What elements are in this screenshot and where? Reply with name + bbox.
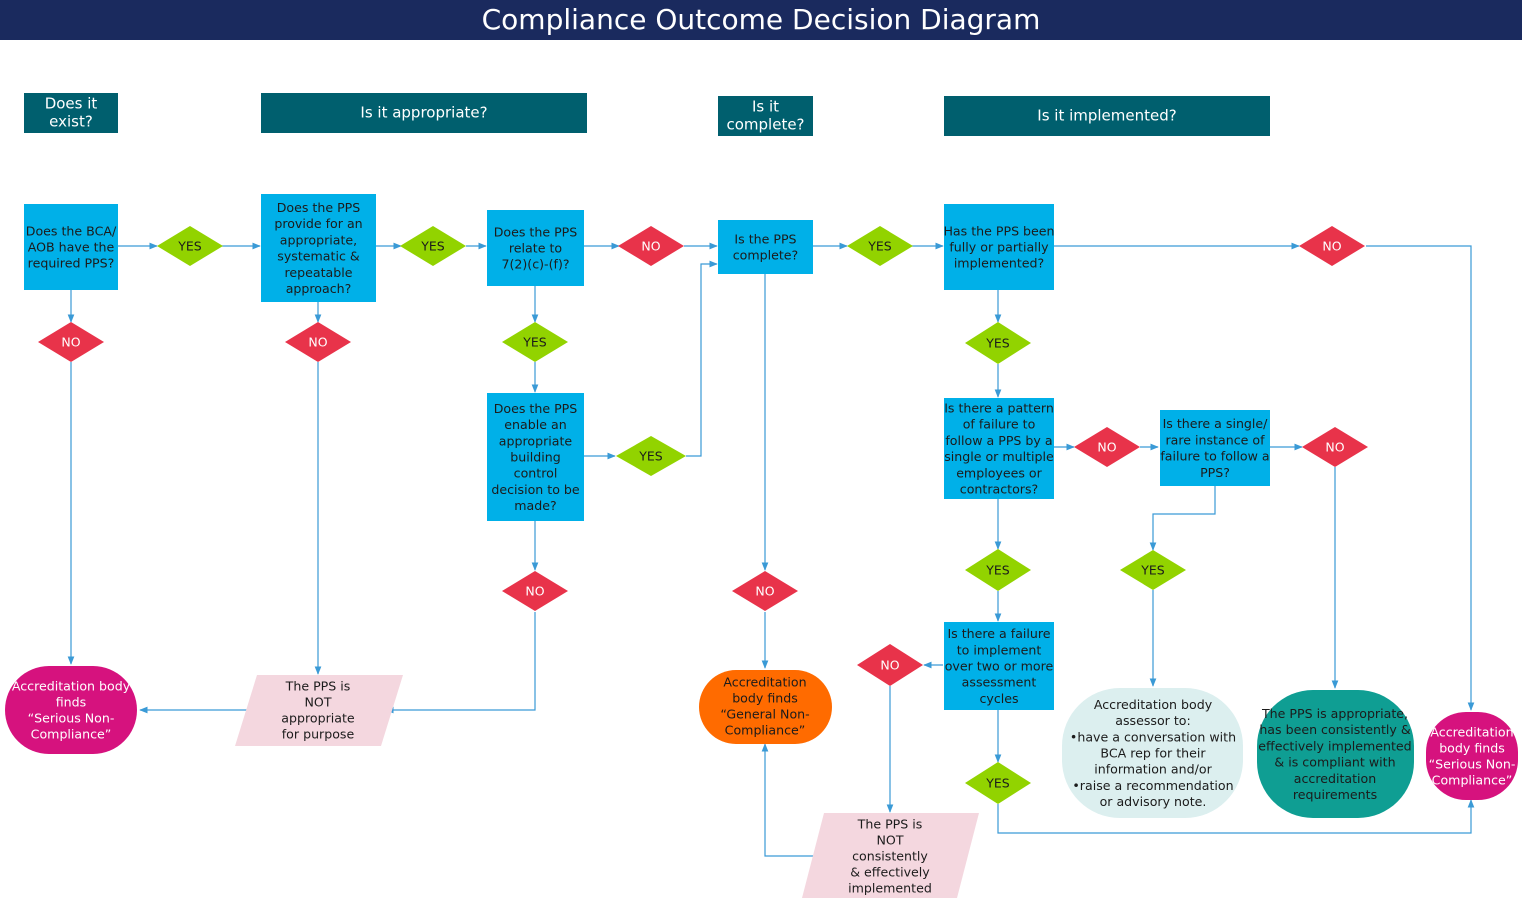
out-general <box>699 670 832 744</box>
no-label: NO <box>1325 440 1344 455</box>
connector-arrow <box>761 743 824 857</box>
yes-label: YES <box>1140 563 1165 578</box>
q-pps-approach-box <box>261 194 376 302</box>
connector-arrow <box>385 612 536 714</box>
yes-decision-diamond <box>502 322 568 362</box>
q-pps-complete-box <box>718 220 813 274</box>
out-not-consistent <box>802 813 979 898</box>
out-serious-left <box>5 666 137 754</box>
connector-arrow <box>686 260 718 457</box>
no-decision-diamond <box>732 571 798 611</box>
no-decision-diamond <box>618 226 684 266</box>
out-assessor <box>1062 688 1243 818</box>
yes-label: YES <box>985 776 1010 791</box>
h-appropriate-header <box>261 93 587 133</box>
yes-decision-diamond <box>965 549 1031 591</box>
yes-decision-diamond <box>400 226 466 266</box>
no-label: NO <box>61 335 80 350</box>
h-implemented-header-text: Is it implemented? <box>1037 107 1176 125</box>
q-implemented-box <box>944 204 1054 290</box>
yes-decision-diamond <box>965 322 1031 364</box>
yes-label: YES <box>420 239 445 254</box>
connector-lines <box>67 242 1475 857</box>
yes-decision-diamond <box>157 226 223 266</box>
out-serious-right <box>1426 712 1518 800</box>
no-decision-diamond <box>502 571 568 611</box>
yes-label: YES <box>522 335 547 350</box>
h-appropriate-header-text: Is it appropriate? <box>360 104 487 122</box>
yes-decision-diamond <box>1120 550 1186 590</box>
connector-arrow <box>997 799 1475 834</box>
yes-label: YES <box>985 563 1010 578</box>
q-bca-required-pps-box <box>24 204 118 290</box>
out-not-appropriate <box>235 675 403 746</box>
connector-arrow <box>1149 486 1216 551</box>
h-exist-header <box>24 93 118 133</box>
h-implemented-header <box>944 96 1270 136</box>
yes-decision-diamond <box>847 226 913 266</box>
no-label: NO <box>525 584 544 599</box>
no-decision-diamond <box>1299 226 1365 266</box>
q-single-instance-box <box>1160 410 1270 486</box>
yes-decision-diamond <box>965 762 1031 804</box>
page-title: Compliance Outcome Decision Diagram <box>481 3 1041 36</box>
q-two-cycles-box <box>944 622 1054 710</box>
out-compliant-label: The PPS is appropriate,has been consiste… <box>1258 706 1411 802</box>
q-relate-7-2-box <box>487 210 584 286</box>
q-pattern-failure-box <box>944 398 1054 499</box>
q-bcd-decision-box <box>487 393 584 521</box>
h-complete-header <box>718 96 813 136</box>
connector-arrow <box>1366 245 1475 711</box>
no-label: NO <box>880 658 899 673</box>
title-bar <box>0 0 1522 40</box>
yes-label: YES <box>985 336 1010 351</box>
no-decision-diamond <box>1074 427 1140 467</box>
no-label: NO <box>308 335 327 350</box>
yes-label: YES <box>867 239 892 254</box>
decision-diamonds: YES YES NO YES NO NO NO YES YES NO NO YES NO NO YES YES… <box>38 226 1368 804</box>
yes-label: YES <box>177 239 202 254</box>
no-decision-diamond <box>285 322 351 362</box>
no-label: NO <box>755 584 774 599</box>
no-label: NO <box>1322 239 1341 254</box>
yes-label: YES <box>638 449 663 464</box>
no-label: NO <box>641 239 660 254</box>
yes-decision-diamond <box>616 436 686 476</box>
no-decision-diamond <box>38 322 104 362</box>
no-decision-diamond <box>1302 427 1368 467</box>
no-label: NO <box>1097 440 1116 455</box>
out-compliant <box>1257 690 1414 818</box>
no-decision-diamond <box>857 644 923 686</box>
